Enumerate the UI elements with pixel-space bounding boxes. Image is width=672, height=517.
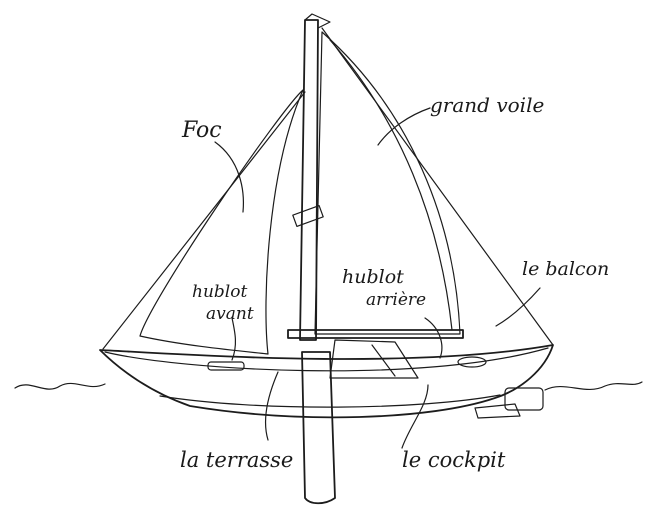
mainsail-leech — [329, 39, 453, 331]
label-la-terrasse: la terrasse — [180, 448, 294, 472]
arrow-balcon — [495, 287, 541, 327]
boom — [287, 329, 464, 339]
sea-waves-right — [544, 381, 643, 391]
label-hublot-avant-line1: hublot — [192, 282, 248, 302]
outboard-motor — [504, 387, 544, 411]
label-le-balcon: le balcon — [522, 258, 610, 280]
arrow-terrasse — [265, 371, 279, 441]
forestay — [102, 91, 306, 350]
doghouse — [329, 339, 419, 379]
arrow-grand-voile — [377, 107, 431, 146]
rear-hatch — [457, 356, 487, 368]
label-hublot-arriere-line1: hublot — [342, 266, 404, 288]
mast — [299, 19, 319, 341]
arrow-hublot-arriere — [424, 317, 443, 359]
front-hatch — [207, 361, 245, 371]
doghouse-window — [371, 344, 396, 377]
label-hublot-arriere-line2: arrière — [366, 290, 427, 310]
backstay — [321, 27, 554, 346]
outboard-shaft — [474, 403, 521, 419]
label-grand-voile: grand voile — [430, 93, 545, 117]
deck-line — [104, 347, 549, 372]
centreboard — [301, 351, 336, 505]
arrow-cockpit — [401, 384, 429, 449]
sea-waves-left — [14, 382, 106, 390]
arrow-hublot-avant — [231, 317, 237, 361]
arrow-foc — [214, 141, 244, 213]
mainsail — [314, 31, 461, 335]
label-foc: Foc — [182, 118, 222, 143]
jib-sail — [139, 89, 304, 355]
mast-crosstree — [292, 204, 324, 228]
mast-top — [304, 13, 331, 29]
hull — [99, 344, 554, 419]
label-le-cockpit: le cockpit — [402, 448, 506, 472]
label-hublot-avant-line2: avant — [206, 304, 254, 324]
hull-lower-line — [159, 394, 501, 408]
